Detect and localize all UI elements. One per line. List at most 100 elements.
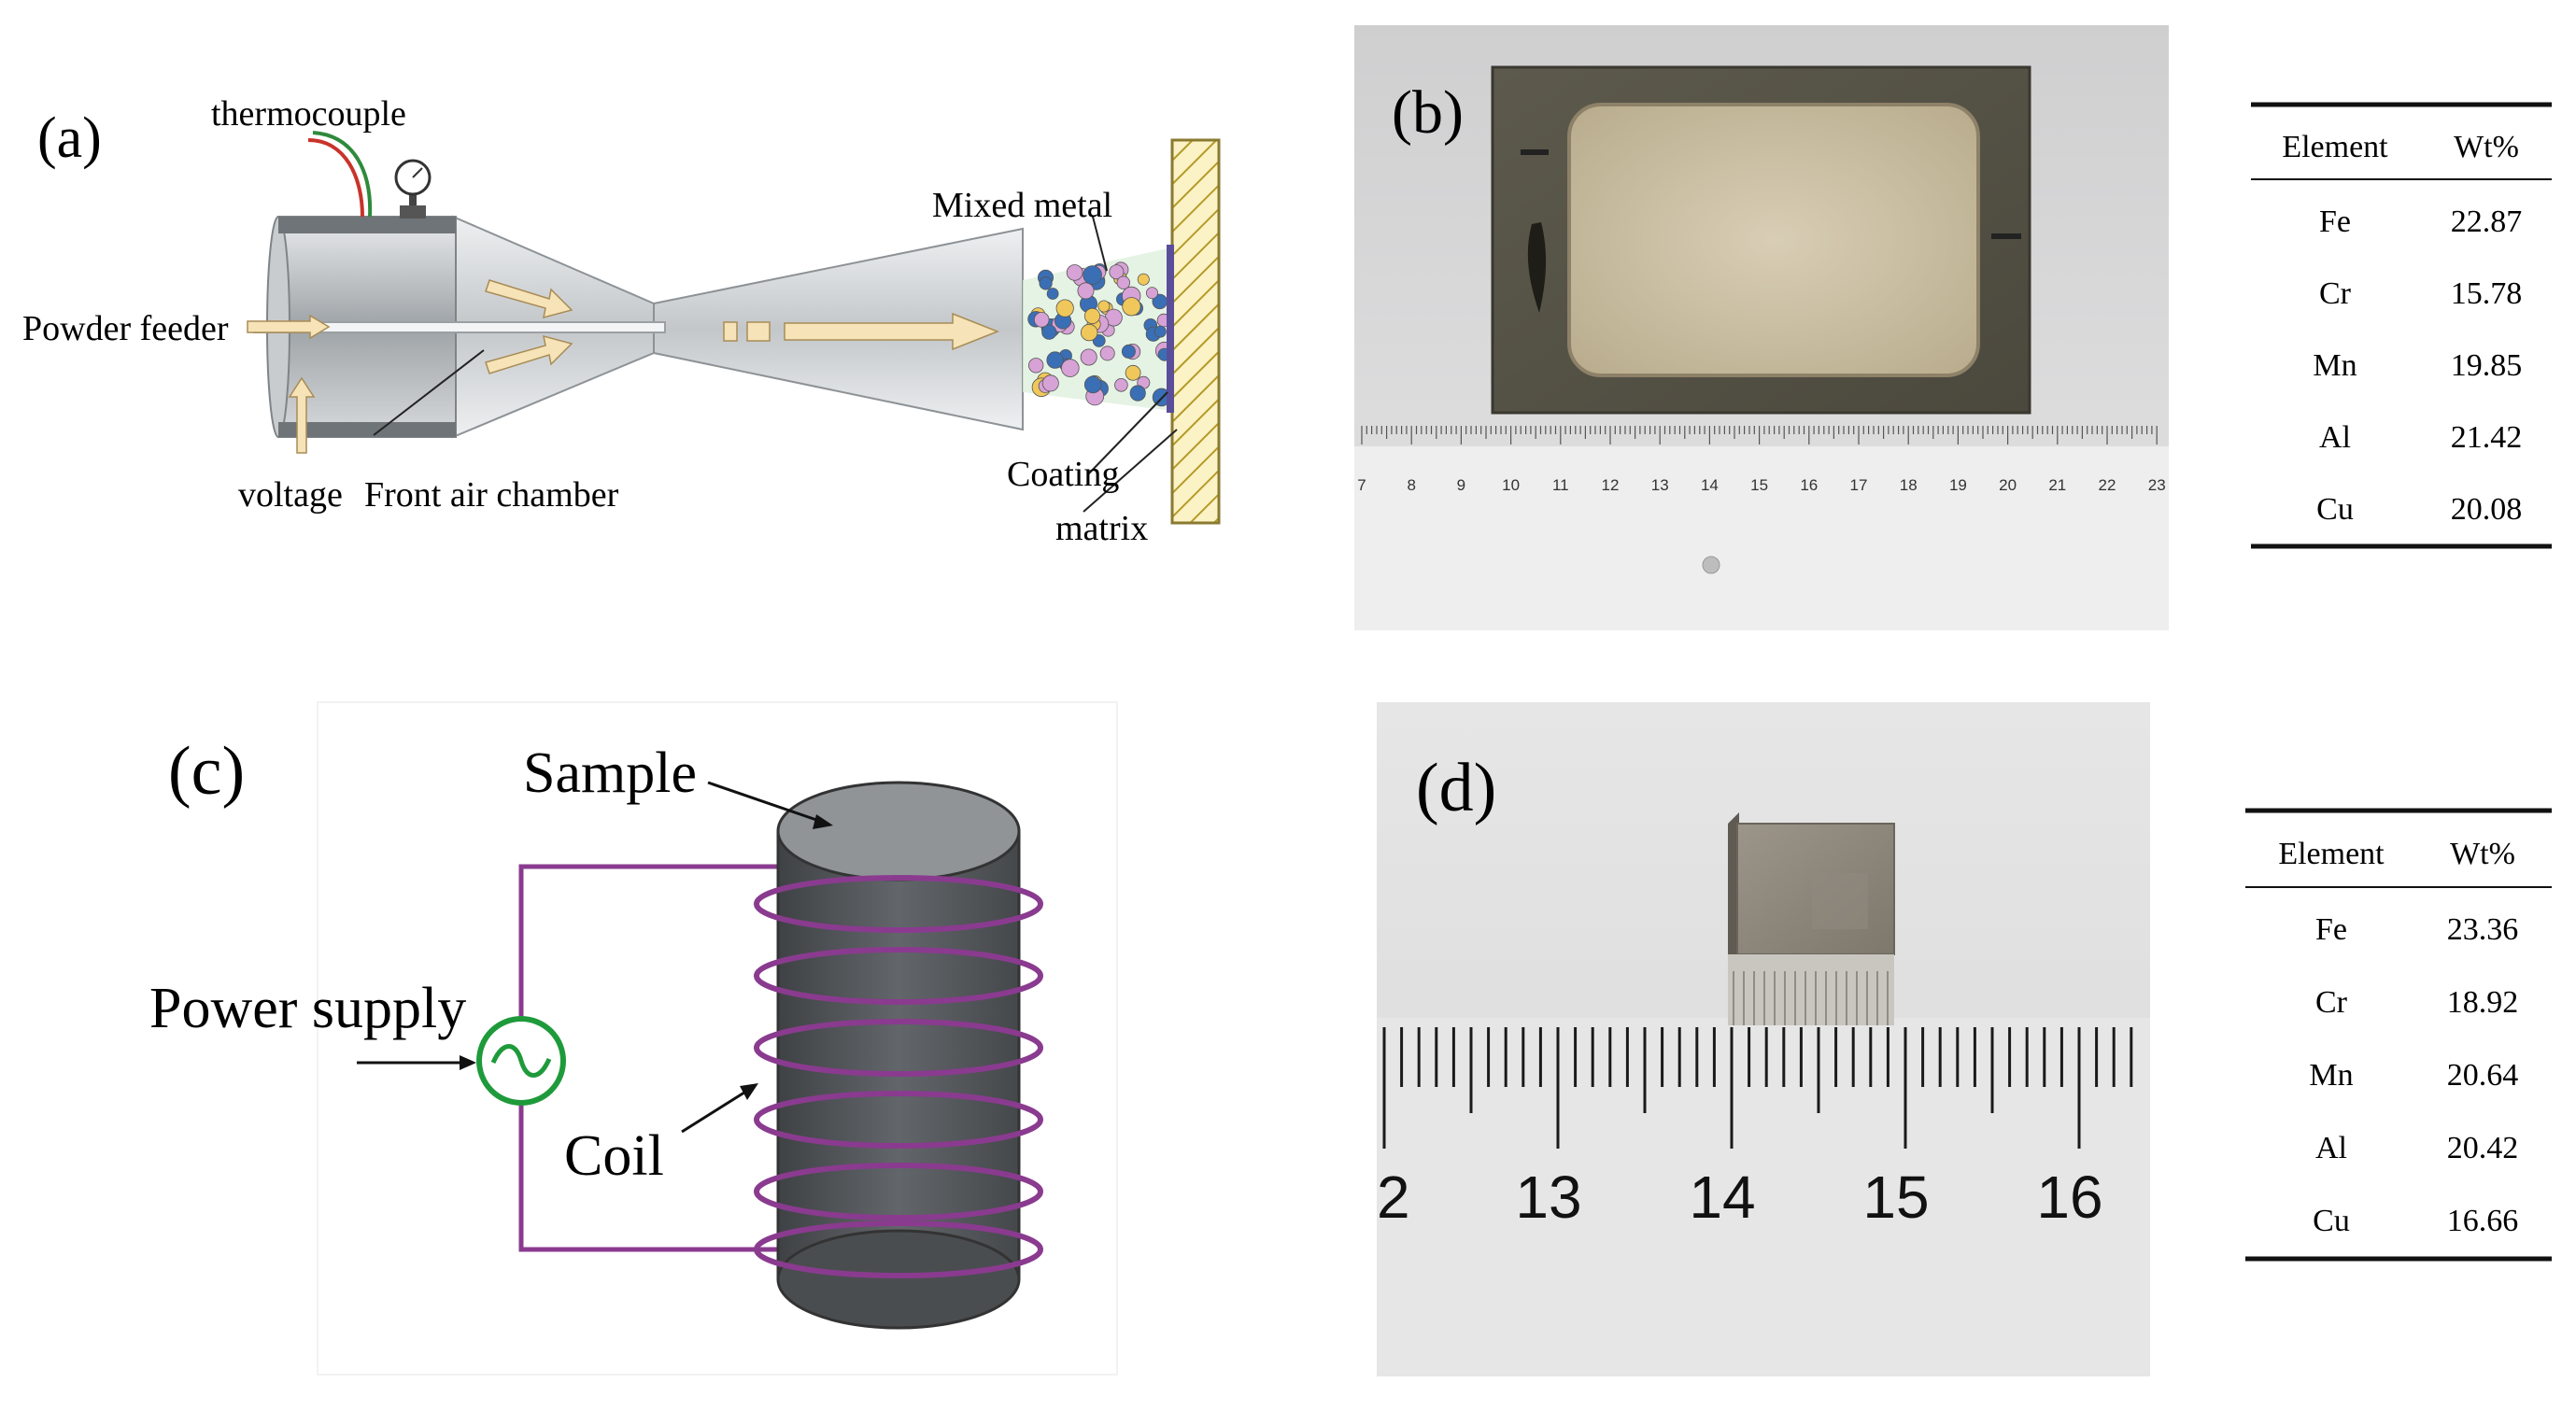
metal-particle [1121, 344, 1136, 359]
power-supply-label: Power supply [149, 977, 466, 1040]
metal-particle [1046, 288, 1059, 300]
coating-area [1567, 103, 1980, 377]
ruler-b-number: 12 [1602, 476, 1620, 494]
ruler-b [1354, 422, 2169, 630]
plate-notch-left [1521, 149, 1549, 155]
metal-particle [1027, 358, 1044, 374]
ruler-b-number: 11 [1552, 476, 1569, 494]
thermocouple-wire-green [312, 131, 373, 218]
composition-table-b: Element Wt% Fe 22.87 Cr 15.78 Mn 19.85 A… [2251, 102, 2552, 549]
ruler-d-number: 14 [1689, 1164, 1755, 1231]
powder-feeder-label: Powder feeder [22, 309, 229, 348]
mixed-metal-particles [1027, 261, 1174, 407]
thermocouple-wire-red [307, 138, 364, 218]
ruler-b-hole [1702, 556, 1720, 574]
metal-particle [1066, 264, 1083, 281]
ruler-b-number: 17 [1850, 476, 1868, 494]
metal-particle [1033, 312, 1050, 328]
sample-cylinder-body [778, 831, 1019, 1279]
metal-particle [1083, 265, 1102, 285]
table-d-header-element: Element [2278, 837, 2385, 871]
table-b-row-value: 22.87 [2451, 205, 2523, 239]
induction-coil [754, 875, 1043, 1278]
ruler-b-number: 13 [1651, 476, 1669, 494]
composition-table-d: Element Wt% Fe 23.36 Cr 18.92 Mn 20.64 A… [2245, 808, 2552, 1262]
panel-a-label: (a) [37, 106, 102, 170]
ruler-b-number: 23 [2148, 476, 2166, 494]
ruler-b-number: 10 [1502, 476, 1520, 494]
table-d-row-element: Cr [2315, 985, 2348, 1020]
sample-label: Sample [523, 741, 697, 805]
coating-label: Coating [1007, 455, 1119, 494]
ruler-b-number: 7 [1357, 476, 1366, 494]
table-b-header-wt: Wt% [2454, 130, 2519, 164]
panel-a: (a) [22, 94, 1221, 548]
metal-particle [1080, 323, 1098, 342]
particle-block-1 [723, 321, 738, 342]
metal-particle [1154, 325, 1167, 338]
ruler-b-number: 22 [2099, 476, 2116, 494]
table-b-row-element: Cu [2316, 492, 2354, 527]
table-b-row-value: 15.78 [2451, 276, 2523, 311]
table-d-row-value: 18.92 [2447, 985, 2519, 1020]
table-b-row-element: Cr [2319, 276, 2352, 311]
ruler-d-number: 2 [1377, 1164, 1410, 1231]
metal-particle [1055, 299, 1074, 317]
thermocouple-label: thermocouple [211, 94, 406, 134]
ruler-b-number: 9 [1457, 476, 1465, 494]
ac-wave [490, 1044, 552, 1078]
metal-particle [1146, 287, 1159, 300]
ruler-d-number: 13 [1515, 1164, 1581, 1231]
voltage-arrow [288, 376, 316, 454]
metal-particle [1083, 375, 1102, 394]
flow-arrow-upper [485, 279, 573, 319]
metal-particle [1122, 297, 1141, 317]
ruler-d [1377, 1018, 2150, 1376]
ruler-b-number: 21 [2048, 476, 2066, 494]
sample-cube-grooves [1733, 971, 1889, 1025]
ruler-d-number: 15 [1862, 1164, 1929, 1231]
table-b-row-element: Fe [2319, 205, 2351, 239]
table-b-header-element: Element [2282, 130, 2388, 164]
metal-particle [1046, 351, 1064, 369]
metal-particle [1109, 264, 1125, 280]
plate-mark [1527, 222, 1547, 313]
ruler-b-number: 8 [1407, 476, 1415, 494]
metal-particle [1061, 359, 1080, 377]
table-b-row-value: 20.08 [2451, 492, 2523, 527]
voltage-label: voltage [238, 475, 343, 515]
table-d-row-element: Al [2315, 1131, 2347, 1165]
table-d-row-element: Fe [2315, 912, 2347, 947]
table-d-header-wt: Wt% [2450, 837, 2515, 871]
metal-particle [1114, 377, 1128, 392]
spray-arrow [784, 312, 1000, 351]
panel-d: 2 13 14 15 16 (d) Element Wt% Fe 23.36 Cr 18… [1377, 702, 2552, 1376]
table-b-row-value: 19.85 [2451, 348, 2523, 383]
table-d-row-value: 16.66 [2447, 1204, 2519, 1238]
metal-particle [1116, 275, 1131, 289]
metal-particle [1039, 276, 1053, 290]
plate-notch-right [1991, 233, 2021, 239]
panel-d-label: (d) [1416, 750, 1496, 826]
coil-label: Coil [564, 1124, 664, 1188]
panel-c-label: (c) [168, 733, 245, 810]
powder-feeder-arrow [247, 314, 331, 340]
table-d-row-value: 20.42 [2447, 1131, 2519, 1165]
particle-block-2 [746, 321, 771, 342]
metal-particle [1099, 346, 1115, 361]
metal-particle [1137, 273, 1150, 286]
metal-particle [1083, 307, 1101, 324]
ruler-d-number: 16 [2036, 1164, 2102, 1231]
table-b-row-element: Al [2319, 420, 2351, 455]
ruler-d-ticks: 2 13 14 15 16 [1377, 1027, 2133, 1231]
gauge-base [400, 205, 426, 219]
metal-particle [1125, 364, 1141, 381]
sample-cube-lower [1728, 954, 1894, 1025]
panel-c: (c) Sample Power supply Coil [149, 701, 1118, 1376]
table-b-row-value: 21.42 [2451, 420, 2523, 455]
chamber-bottom-band [278, 422, 456, 437]
circuit-wire-bottom [518, 1102, 794, 1252]
